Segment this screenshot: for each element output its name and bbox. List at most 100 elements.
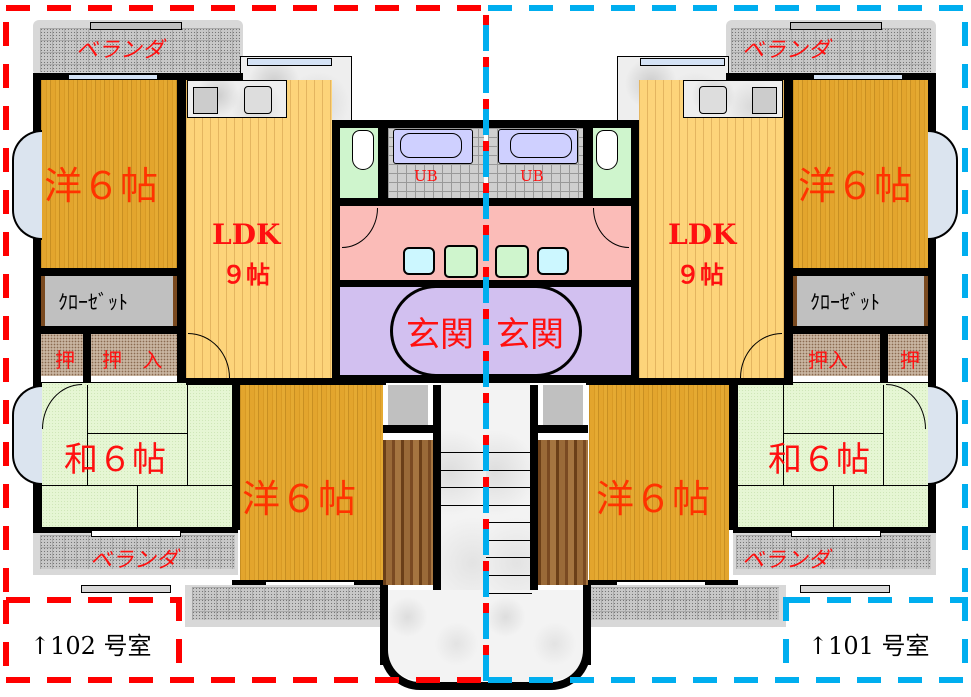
veranda-rail [790,22,882,30]
bay-window [12,130,42,240]
unit-102-label: ↑102 号室 [30,632,152,660]
wall [486,630,591,690]
tatami-line [87,433,187,434]
stair-handrail-wood [538,440,588,585]
unit-102-label-box-left [3,600,9,682]
unit-101-border-right [962,22,968,592]
oshiire-large [793,334,880,376]
wall [33,526,238,533]
washbasin-icon [537,247,569,275]
wall [380,630,486,690]
oshiire-large-label: 押 入 [102,348,163,372]
western-room-window-top [813,74,903,80]
oshiire-small [41,334,83,376]
kitchen-window [640,58,725,66]
wall [880,334,888,382]
japanese-room-label: 和６帖 [768,440,870,480]
unit-bath-label: UB [520,167,544,185]
wall [33,268,186,276]
unit-102-label-box-top [6,597,178,603]
wall [733,526,936,533]
kitchen-window [247,58,332,66]
tatami-line [87,385,88,485]
washbasin-icon [403,247,435,275]
veranda-top-right-label: ベランダ [740,38,835,63]
bay-window [928,385,958,485]
veranda-top-left-label: ベランダ [74,38,169,63]
entrance-label: 玄関 [496,315,564,355]
wall [332,198,487,206]
tatami-line [783,433,883,434]
tatami-line [783,385,784,485]
unit-101-border-bottom [488,677,966,683]
bay-window [928,130,958,240]
ldk-size-label: ９帖 [676,260,724,289]
western-room-window-top [68,74,158,80]
wall [33,73,41,533]
stair-step [486,522,532,523]
western-room-bottom-label: 洋６帖 [596,477,711,521]
wall [530,385,538,590]
veranda-rail [800,585,890,593]
unit-102-border-bottom [6,677,484,683]
wall [232,380,240,530]
veranda-bottom-left [40,535,235,569]
veranda-bottom-mid [589,587,779,620]
wall [928,73,936,533]
wall [486,198,639,206]
bathtub-inner [510,133,572,158]
unit-102: ベランダ 洋６帖 LDK ９帖 ｸﾛｰｾﾞｯﾄ 押 押 入 和６帖 洋６帖 [3,5,487,690]
wall [186,378,386,385]
western-room-bottom [240,385,383,580]
window [791,530,881,537]
unit-101-border-top [488,5,966,11]
veranda-bottom-mid [192,587,382,620]
unit-101-label-box-right [962,597,968,679]
bathtub-inner [400,133,462,158]
wall [378,128,388,198]
oshiire-large-label: 押入 [808,348,848,372]
tatami-line [833,485,834,527]
unit-101-label-box-left [783,597,789,679]
wall [83,334,91,382]
washing-machine-icon [495,245,529,278]
oshiire-small-label: 押 [900,348,920,372]
veranda-top-left [40,28,240,72]
unit-102-border-top [6,5,484,11]
wall [538,425,588,433]
wall [583,128,593,198]
sink-icon [699,86,727,114]
wall [177,73,186,383]
sink-icon [244,86,272,114]
closet-label: ｸﾛｰｾﾞｯﾄ [58,290,128,314]
ldk-room [186,80,332,380]
oshiire-small-label: 押 [55,348,75,372]
ldk-room [639,80,784,380]
stair-step [486,593,532,594]
wall [586,378,793,385]
veranda-bottom-right-label: ベランダ [740,548,835,573]
unit-102-border-left [3,22,9,592]
veranda-top-right [731,28,931,72]
oshiire-small [888,334,928,376]
oshiire-large [91,334,177,376]
wall [631,124,639,382]
storage-box [388,385,428,425]
closet-label: ｸﾛｰｾﾞｯﾄ [810,290,880,314]
washing-machine-icon [444,245,478,278]
unit-101: ベランダ 洋６帖 LDK ９帖 ｸﾛｰｾﾞｯﾄ 押入 押 和６帖 洋６帖 [486,0,971,697]
veranda-rail [90,22,182,30]
stair-step [486,557,532,558]
wall [784,268,936,276]
wall [583,585,591,665]
western-room-top-label: 洋６帖 [798,164,913,208]
ldk-name-label: LDK [212,218,281,251]
toilet-icon [596,130,618,170]
stair-handrail-wood [383,440,433,585]
wall [332,280,487,287]
wall [383,425,433,433]
wall [380,585,388,665]
western-room-top [41,80,177,270]
western-room-bottom [589,385,729,580]
wall [784,73,793,383]
